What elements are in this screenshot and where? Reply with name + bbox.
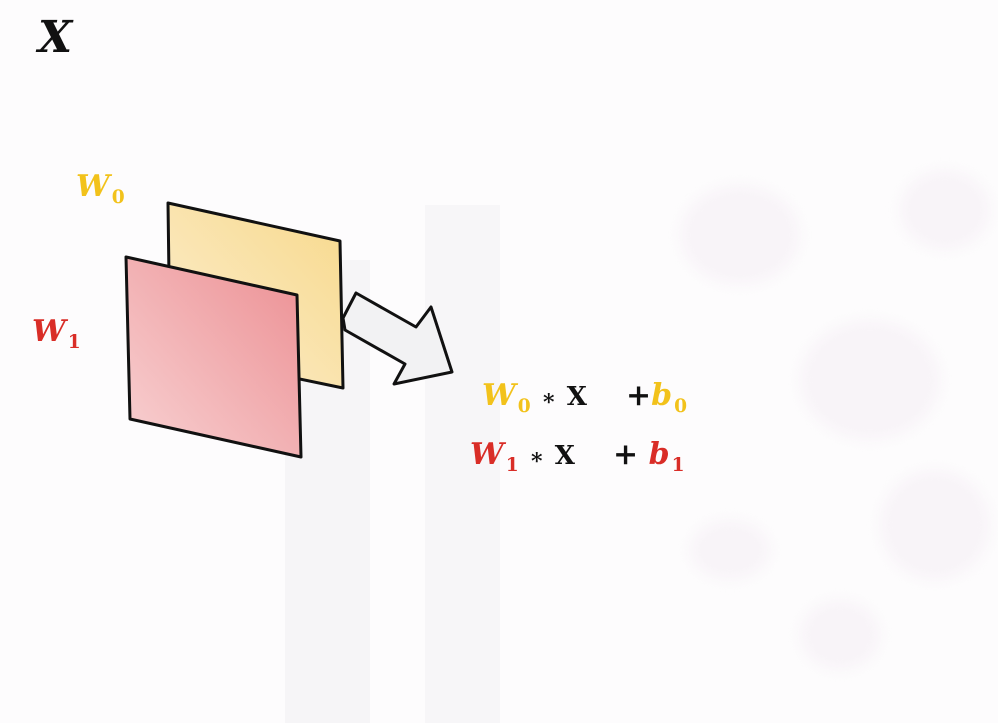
filter-plane-w1 (124, 255, 303, 459)
background-blob (690, 520, 770, 580)
filter-label-w0-subscript: 0 (111, 186, 125, 208)
background-blob (880, 470, 990, 580)
background-blob (800, 600, 880, 670)
background-column (425, 205, 500, 723)
equation-1-plus: + (613, 437, 639, 472)
filter-label-w1-subscript: 1 (67, 331, 81, 353)
filter-label-w1-name: W (32, 314, 66, 349)
equation-1-input: X (554, 441, 575, 471)
equation-0-plus: + (626, 378, 652, 413)
filter-label-w0-name: W (76, 169, 110, 204)
background-blob (800, 320, 940, 440)
equation-0-conv-op: ∗ (541, 385, 557, 411)
arrow-icon (341, 291, 454, 386)
equation-1-conv-op: ∗ (529, 444, 545, 470)
background-blob (900, 170, 990, 250)
equation-0-input: X (566, 382, 587, 412)
background-blob (680, 185, 800, 285)
input-label: X (38, 12, 73, 63)
